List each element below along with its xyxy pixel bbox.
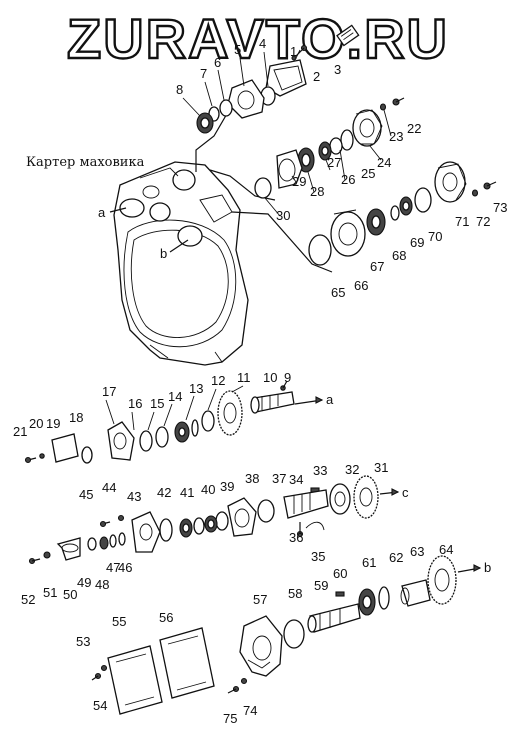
part-label-8: 8 (176, 82, 183, 97)
part-label-1: 1 (290, 44, 297, 59)
part-label-33: 33 (313, 463, 327, 478)
callout-b: b (484, 560, 491, 575)
part-label-59: 59 (314, 578, 328, 593)
part-label-68: 68 (392, 248, 406, 263)
part-label-22: 22 (407, 121, 421, 136)
part-label-52: 52 (21, 592, 35, 607)
part-label-57: 57 (253, 592, 267, 607)
part-label-55: 55 (112, 614, 126, 629)
part-label-9: 9 (284, 370, 291, 385)
part-label-4: 4 (259, 36, 266, 51)
part-label-11: 11 (237, 370, 251, 385)
part-label-58: 58 (288, 586, 302, 601)
part-label-31: 31 (374, 460, 388, 475)
part-label-3: 3 (334, 62, 341, 77)
shaft-group-c (99, 475, 400, 553)
part-label-72: 72 (476, 214, 490, 229)
part-label-54: 54 (93, 698, 107, 713)
part-label-69: 69 (410, 235, 424, 250)
part-label-18: 18 (69, 410, 83, 425)
part-label-47: 47 (106, 560, 120, 575)
part-label-61: 61 (362, 555, 376, 570)
leader-a (109, 207, 127, 213)
flywheel-housing (113, 161, 249, 366)
part-label-20: 20 (29, 416, 43, 431)
part-label-56: 56 (159, 610, 173, 625)
part-label-41: 41 (180, 485, 194, 500)
part-label-71: 71 (455, 214, 469, 229)
shaft-group-a (24, 380, 324, 464)
part-label-42: 42 (157, 485, 171, 500)
part-label-62: 62 (389, 550, 403, 565)
part-label-49: 49 (77, 575, 91, 590)
part-label-2: 2 (313, 69, 320, 84)
flywheel-housing-caption: Картер маховика (26, 155, 145, 170)
part-label-67: 67 (370, 259, 384, 274)
part-label-5: 5 (234, 42, 241, 57)
part-label-74: 74 (243, 703, 257, 718)
part-label-28: 28 (310, 184, 324, 199)
part-label-27: 27 (327, 155, 341, 170)
part-label-32: 32 (345, 462, 359, 477)
part-label-35: 35 (311, 549, 325, 564)
leader-lower (231, 211, 333, 273)
part-label-21: 21 (13, 424, 27, 439)
part-label-13: 13 (189, 381, 203, 396)
part-label-50: 50 (63, 587, 77, 602)
part-label-19: 19 (46, 416, 60, 431)
part-label-70: 70 (428, 229, 442, 244)
right-shaft-group (308, 161, 497, 266)
cover-group-top (196, 24, 360, 134)
part-label-63: 63 (410, 544, 424, 559)
part-label-12: 12 (211, 373, 225, 388)
part-label-43: 43 (127, 489, 141, 504)
part-label-53: 53 (76, 634, 90, 649)
part-label-64: 64 (439, 542, 453, 557)
part-label-26: 26 (341, 172, 355, 187)
part-label-7: 7 (200, 66, 207, 81)
callout-a: a (326, 392, 334, 407)
callout-c: c (402, 485, 409, 500)
upper-shaft-group (254, 97, 405, 199)
part-label-73: 73 (493, 200, 507, 215)
part-label-24: 24 (377, 155, 391, 170)
label-leaders (105, 49, 392, 431)
part-label-10: 10 (263, 370, 277, 385)
part-label-40: 40 (201, 482, 215, 497)
part-label-16: 16 (128, 396, 142, 411)
part-label-14: 14 (168, 389, 182, 404)
shaft-group-b (227, 555, 482, 694)
part-label-48: 48 (95, 577, 109, 592)
watermark: ZURAVTO.RU (67, 7, 449, 70)
leader-b (169, 239, 189, 253)
part-labels: 1 2 3 4 5 6 7 8 9 10 11 12 13 14 15 16 1… (13, 36, 507, 726)
part-label-75: 75 (223, 711, 237, 726)
part-label-25: 25 (361, 166, 375, 181)
part-label-38: 38 (245, 471, 259, 486)
part-label-15: 15 (150, 396, 164, 411)
part-label-60: 60 (333, 566, 347, 581)
part-label-39: 39 (220, 479, 234, 494)
part-label-6: 6 (214, 55, 221, 70)
part-label-30: 30 (276, 208, 290, 223)
part-label-65: 65 (331, 285, 345, 300)
gasket-group (91, 627, 215, 715)
seal-group (28, 532, 126, 565)
housing-callout-a: a (98, 205, 106, 220)
part-label-36: 36 (289, 530, 303, 545)
part-label-37: 37 (272, 471, 286, 486)
part-label-51: 51 (43, 585, 57, 600)
part-label-45: 45 (79, 487, 93, 502)
part-label-34: 34 (289, 472, 303, 487)
part-label-46: 46 (118, 560, 132, 575)
part-label-17: 17 (102, 384, 116, 399)
part-label-29: 29 (292, 174, 306, 189)
part-label-66: 66 (354, 278, 368, 293)
housing-callout-b: b (160, 246, 167, 261)
part-label-23: 23 (389, 129, 403, 144)
part-label-44: 44 (102, 480, 116, 495)
